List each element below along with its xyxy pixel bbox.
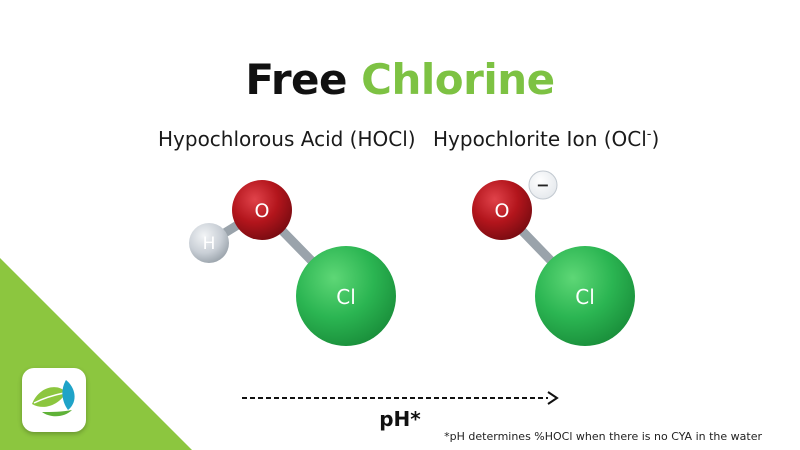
- atom-hydrogen-label: H: [203, 234, 216, 254]
- atom-chlorine-ion: [535, 246, 635, 346]
- ph-label: pH*: [379, 407, 421, 431]
- atom-chlorine-label: Cl: [336, 285, 356, 309]
- footnote: *pH determines %HOCl when there is no CY…: [444, 430, 762, 443]
- label-ocl-base: Hypochlorite Ion (OCl: [433, 127, 647, 151]
- atom-oxygen-ion-label: O: [495, 200, 510, 222]
- molecule-ocl: Cl O −: [472, 170, 635, 346]
- atom-oxygen-label: O: [255, 200, 270, 222]
- label-ocl-charge: -: [646, 127, 652, 142]
- atom-chlorine: [296, 246, 396, 346]
- atom-hydrogen: [189, 223, 229, 263]
- leaf-logo-icon: [32, 380, 75, 417]
- ph-arrow: [242, 391, 559, 405]
- title-word-free: Free: [245, 55, 348, 105]
- page-title: Free Chlorine: [0, 54, 800, 106]
- molecule-label-hocl: Hypochlorous Acid (HOCl): [158, 127, 416, 151]
- minus-icon: [528, 170, 558, 200]
- app-logo: [22, 368, 86, 432]
- label-ocl-close: ): [651, 127, 660, 151]
- charge-badge-label: −: [536, 176, 549, 195]
- atom-chlorine-ion-label: Cl: [575, 285, 595, 309]
- atom-oxygen-ion: [472, 180, 532, 240]
- arrow-head-icon: [547, 391, 559, 405]
- molecule-hocl: Cl H O: [189, 180, 396, 346]
- atom-oxygen: [232, 180, 292, 240]
- title-word-chlorine: Chlorine: [361, 55, 555, 105]
- molecule-label-ocl: Hypochlorite Ion (OCl-): [433, 126, 659, 152]
